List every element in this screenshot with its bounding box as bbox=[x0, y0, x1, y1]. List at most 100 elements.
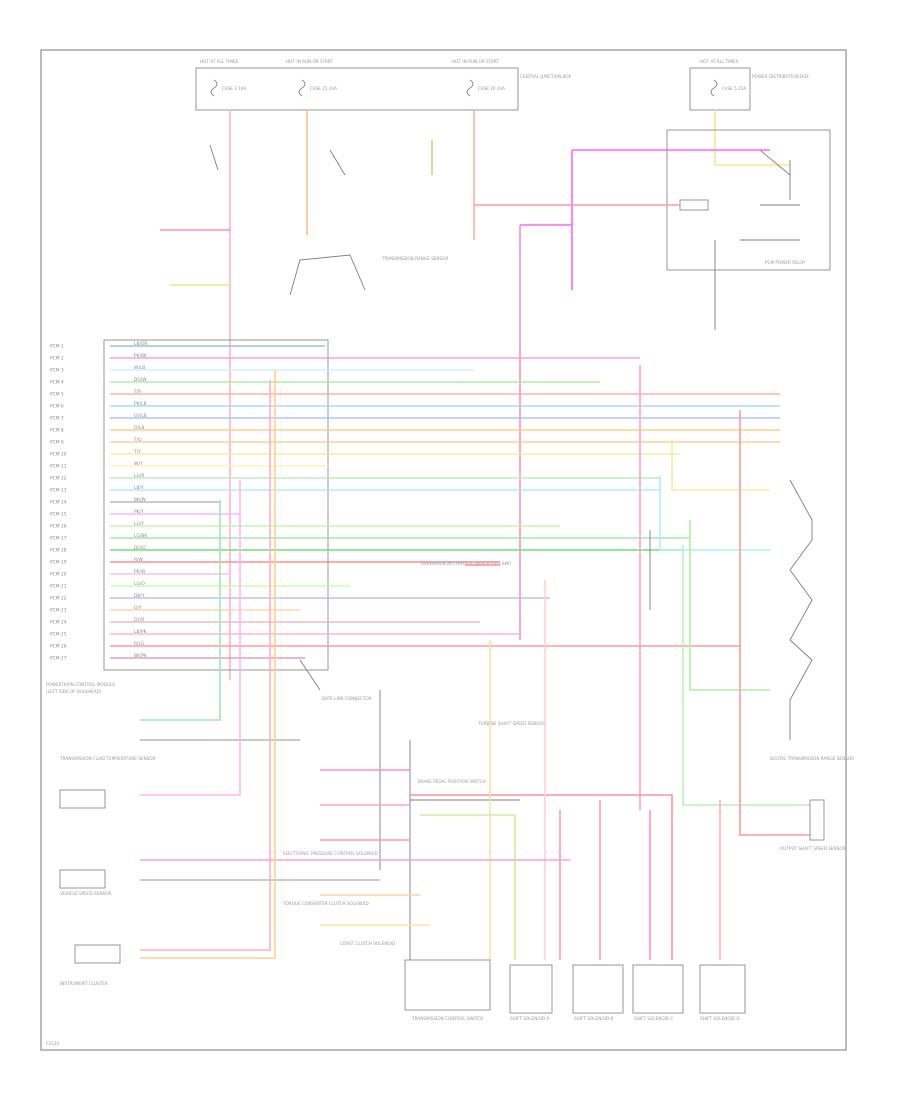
fuse-2-label: FUSE 15 10A bbox=[310, 86, 337, 91]
pcm-pin-color-code: O/LB bbox=[134, 425, 144, 431]
pcm-pin-color-code: R/W bbox=[134, 557, 144, 563]
fuse-3-label: FUSE 20 10A bbox=[478, 86, 505, 91]
fuse-box-3: HOT IN RUN OR START FUSE 20 10A bbox=[452, 59, 505, 97]
instrument-cluster: INSTRUMENT CLUSTER bbox=[60, 944, 121, 986]
solenoid-b: SHIFT SOLENOID B bbox=[572, 964, 624, 1021]
pcm-pin-color-code: LG/Y bbox=[134, 521, 144, 527]
pcm-pin-label: PCM 24 bbox=[50, 620, 67, 626]
pcm-pin-label: PCM 3 bbox=[50, 368, 64, 374]
pcm-pin-color-code: DG/W bbox=[134, 377, 147, 383]
pcm-pin-label: PCM 17 bbox=[50, 536, 67, 542]
overdrive-switch-label: TRANSMISSION CONTROL SWITCH bbox=[411, 1016, 483, 1021]
pcm-pin-label: PCM 2 bbox=[50, 356, 64, 362]
fuse-4-label: FUSE 5 15A bbox=[722, 86, 746, 91]
pcm-pin-label: PCM 12 bbox=[50, 476, 67, 482]
pcm-pin-color-code: DB/Y bbox=[134, 593, 145, 599]
pcm-pin-label: PCM 23 bbox=[50, 608, 67, 614]
pcm-pin-color-code: BK/W bbox=[134, 497, 146, 503]
pcm-pin-label: PCM 25 bbox=[50, 632, 67, 638]
transmission-range-sensor-label: TRANSMISSION RANGE SENSOR bbox=[381, 256, 448, 261]
pcm-power-relay bbox=[666, 129, 831, 271]
solenoid-a-label: SHIFT SOLENOID A bbox=[510, 1016, 549, 1021]
pcm-pin-label: PCM 14 bbox=[50, 500, 67, 506]
pcm-pin-color-code: PK/LB bbox=[134, 401, 146, 407]
tft-label: TRANSMISSION FLUID TEMPERATURE SENSOR bbox=[59, 756, 156, 761]
trans-fluid-temp-sensor: TRANSMISSION FLUID TEMPERATURE SENSOR bbox=[59, 756, 156, 809]
data-link-connector-label: DATA LINK CONNECTOR bbox=[322, 696, 372, 701]
pcm-connector: POWERTRAIN CONTROL MODULE (LEFT SIDE OF … bbox=[46, 339, 329, 694]
pcm-pin-color-code: BK/PK bbox=[134, 653, 147, 659]
pcm-power-relay-label: PCM POWER RELAY bbox=[765, 260, 806, 265]
fuse-1-header: HOT AT ALL TIMES bbox=[200, 59, 239, 64]
pcm-pin-label: PCM 26 bbox=[50, 644, 67, 650]
pcm-pin-label: PCM 20 bbox=[50, 572, 67, 578]
digital-transmission-range-sensor: DIGITAL TRANSMISSION RANGE SENSOR bbox=[770, 479, 854, 761]
pcm-pin-color-code: GY/R bbox=[134, 617, 144, 623]
pcm-pin-label: PCM 8 bbox=[50, 428, 64, 434]
pcm-pin-label: PCM 5 bbox=[50, 392, 64, 398]
pcm-pin-label: PCM 7 bbox=[50, 416, 64, 422]
pcm-pin-color-code: DG/O bbox=[134, 545, 146, 551]
tcc-label: TORQUE CONVERTER CLUTCH SOLENOID bbox=[282, 901, 369, 906]
brake-switch-label: BRAKE PEDAL POSITION SWITCH bbox=[418, 779, 486, 784]
transmission-control-switch bbox=[404, 959, 491, 1011]
pcm-pin-color-code: LG/O bbox=[134, 581, 145, 587]
central-junction-box: CENTRAL JUNCTION BOX bbox=[195, 67, 571, 111]
turbine-sensor-label: TURBINE SHAFT SPEED SENSOR bbox=[477, 721, 545, 726]
pcm-pin-label: PCM 4 bbox=[50, 380, 64, 386]
page-id: F2534 bbox=[46, 1041, 59, 1046]
tcil-label: TRANSMISSION CONTROL INDICATOR LAMP bbox=[419, 561, 511, 566]
pcm-pin-color-code: GY/LB bbox=[134, 413, 147, 419]
pcm-pin-label: PCM 10 bbox=[50, 452, 67, 458]
pcm-pin-label: PCM 16 bbox=[50, 524, 67, 530]
pcm-pin-color-code: LG/R bbox=[134, 473, 144, 479]
pcm-pin-label: PCM 1 bbox=[50, 344, 64, 350]
oss-label: OUTPUT SHAFT SPEED SENSOR bbox=[780, 846, 846, 851]
pcm-pin-color-code: LB/PK bbox=[134, 629, 147, 635]
pcm-pin-color-code: LB/OR bbox=[134, 341, 147, 347]
pcm-subtitle: (LEFT SIDE OF BULKHEAD) bbox=[46, 689, 102, 694]
instrument-cluster-label: INSTRUMENT CLUSTER bbox=[60, 981, 108, 986]
pcm-pin-label: PCM 11 bbox=[50, 464, 67, 470]
epc-label: ELECTRONIC PRESSURE CONTROL SOLENOID bbox=[283, 851, 378, 856]
fuse-box-1: HOT AT ALL TIMES FUSE 3 10A bbox=[200, 59, 246, 97]
pcm-pin-color-code: T/O bbox=[133, 437, 142, 443]
pcm-pin-rows: PCM 1 LB/OR PCM 2 PK/BK PCM 3 W/LB PCM 4 DG/W PC… bbox=[50, 341, 780, 662]
fuse-1-label: FUSE 3 10A bbox=[222, 86, 246, 91]
pcm-pin-color-code: LB/Y bbox=[134, 485, 144, 491]
digital-trs-label: DIGITAL TRANSMISSION RANGE SENSOR bbox=[770, 756, 854, 761]
pcm-pin-color-code: PK/BK bbox=[134, 353, 147, 359]
pcm-title: POWERTRAIN CONTROL MODULE bbox=[46, 682, 115, 687]
solenoid-b-label: SHIFT SOLENOID B bbox=[574, 1016, 613, 1021]
pcm-pin-label: PCM 18 bbox=[50, 548, 67, 554]
pcm-pin-color-code: PK/W bbox=[134, 569, 146, 575]
pcm-pin-color-code: W/LB bbox=[134, 365, 145, 371]
fuse-3-header: HOT IN RUN OR START bbox=[452, 59, 499, 64]
solenoid-a: SHIFT SOLENOID A bbox=[509, 964, 553, 1021]
central-junction-box-label: CENTRAL JUNCTION BOX bbox=[520, 74, 571, 79]
pcm-pin-label: PCM 15 bbox=[50, 512, 67, 518]
pcm-pin-color-code: T/Y bbox=[133, 449, 141, 455]
solenoid-c: SHIFT SOLENOID C bbox=[632, 964, 684, 1021]
solenoid-d-label: SHIFT SOLENOID D bbox=[700, 1016, 740, 1021]
fuse-box-4: HOT AT ALL TIMES FUSE 5 15A POWER DISTRI… bbox=[689, 59, 809, 111]
diagram-frame bbox=[40, 49, 847, 1051]
vehicle-speed-sensor: VEHICLE SPEED SENSOR bbox=[59, 869, 112, 896]
pcm-pin-label: PCM 13 bbox=[50, 488, 67, 494]
pcm-pin-color-code: PK/Y bbox=[134, 509, 144, 515]
output-shaft-speed-sensor bbox=[809, 799, 825, 841]
fuse-box-2: HOT IN RUN OR START FUSE 15 10A bbox=[286, 59, 337, 97]
pcm-pin-label: PCM 9 bbox=[50, 440, 64, 446]
pcm-pin-color-code: R/LG bbox=[134, 641, 145, 647]
pcm-pin-label: PCM 22 bbox=[50, 596, 67, 602]
pcm-pin-label: PCM 6 bbox=[50, 404, 64, 410]
pcm-pin-color-code: O/Y bbox=[134, 605, 142, 611]
pcm-pin-label: PCM 21 bbox=[50, 584, 67, 590]
coast-clutch-label: COAST CLUTCH SOLENOID bbox=[340, 941, 395, 946]
fuse-4-header: HOT AT ALL TIMES bbox=[700, 59, 739, 64]
solenoid-d: SHIFT SOLENOID D bbox=[699, 964, 746, 1021]
power-distribution-box-label: POWER DISTRIBUTION BOX bbox=[752, 74, 809, 79]
pcm-pin-color-code: T/R bbox=[133, 389, 141, 395]
fuse-2-header: HOT IN RUN OR START bbox=[286, 59, 333, 64]
